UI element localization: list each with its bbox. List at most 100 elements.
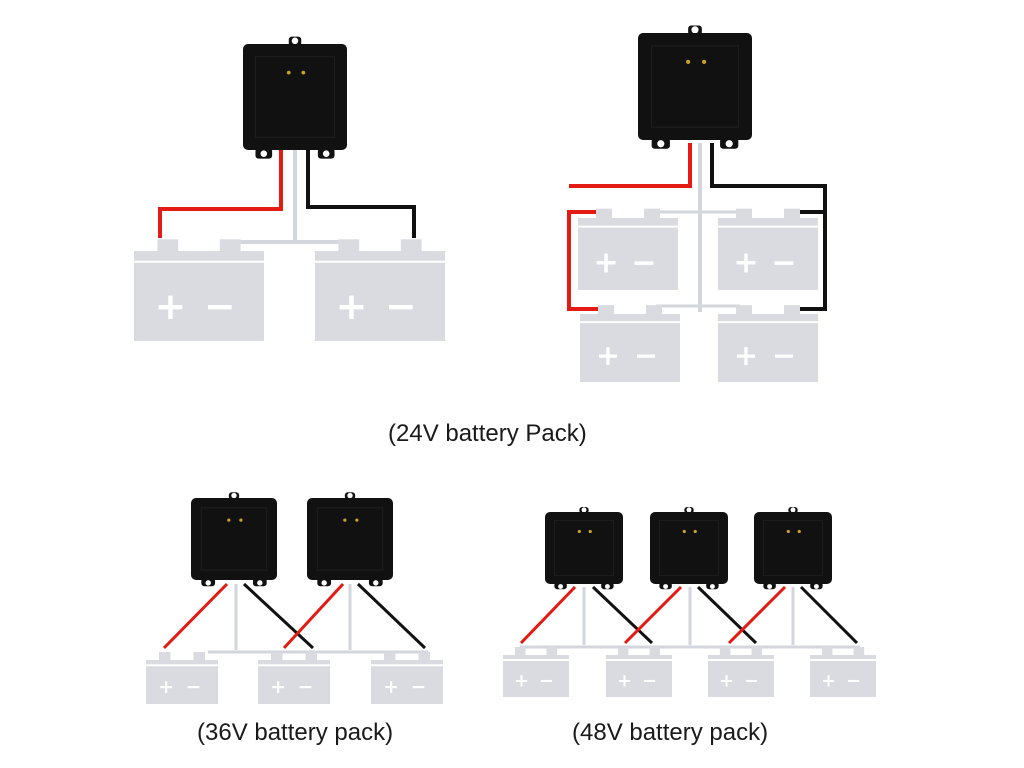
balancer-panel	[254, 56, 336, 138]
wire-positive	[569, 143, 692, 188]
balancer-lug-hole	[604, 584, 610, 589]
balancer-lug-hole	[373, 580, 379, 586]
battery-body	[580, 314, 680, 382]
battery-terminal-negative	[853, 647, 865, 655]
balancer-48v-a	[545, 506, 623, 590]
balancer-lug-hole	[813, 584, 819, 589]
battery-minus-sign: −	[642, 672, 657, 692]
battery-terminal-negative	[219, 239, 241, 251]
wire-negative	[356, 582, 427, 650]
battery-48v-d: +−	[810, 647, 876, 697]
battery-plus-sign: +	[155, 284, 187, 328]
battery-plus-sign: +	[158, 677, 173, 698]
battery-body	[503, 655, 569, 697]
balancer-led-icon	[577, 529, 581, 534]
battery-24v-e: +−	[580, 305, 680, 382]
battery-24v-d: +−	[718, 208, 818, 290]
battery-terminal-negative	[751, 647, 763, 655]
balancer-lug-hole	[257, 580, 263, 586]
battery-terminal-negative	[784, 305, 800, 314]
balancer-lug-hole	[725, 140, 733, 148]
battery-plus-sign: +	[821, 672, 836, 692]
wire-negative	[591, 585, 654, 645]
caption-24v-battery-pack: (24V battery Pack)	[388, 420, 587, 447]
battery-plus-sign: +	[514, 672, 529, 692]
balancer-lug-hole	[322, 150, 330, 157]
battery-body	[134, 251, 264, 341]
balancer-led-icon	[682, 529, 686, 534]
balancer-48v-b	[650, 506, 728, 590]
battery-body	[258, 660, 330, 704]
battery-36v-b: +−	[258, 652, 330, 704]
battery-plus-sign: +	[719, 672, 734, 692]
battery-body	[371, 660, 443, 704]
balancer-body	[545, 512, 623, 584]
balancer-hanging-hole	[790, 507, 796, 513]
battery-minus-sign: −	[631, 245, 656, 280]
caption-36v-battery-pack: (36V battery pack)	[197, 719, 394, 746]
balancer-led-icon	[786, 529, 790, 534]
battery-terminal-positive	[158, 652, 171, 660]
battery-terminal-positive	[383, 652, 396, 660]
battery-24v-c: +−	[578, 208, 678, 290]
balancer-hanging-hole	[581, 507, 587, 513]
battery-terminal-positive	[736, 305, 752, 314]
wire-positive	[623, 585, 683, 645]
battery-minus-sign: −	[744, 672, 759, 692]
battery-terminal-positive	[157, 239, 179, 251]
battery-plus-sign: +	[593, 245, 618, 280]
balancer-lug-hole	[663, 584, 669, 589]
balancer-led-icon	[301, 70, 306, 75]
balancer-lug-hole	[558, 584, 564, 589]
balancer-led-icon	[702, 59, 707, 64]
balancer-48v-c	[754, 506, 832, 590]
battery-minus-sign: −	[411, 677, 426, 698]
wire-positive	[282, 582, 345, 650]
battery-terminal-negative	[193, 652, 206, 660]
battery-body	[718, 218, 818, 290]
balancer-led-icon	[286, 70, 291, 75]
balancer-hanging-hole	[691, 26, 699, 34]
battery-terminal-negative	[644, 208, 660, 218]
battery-body	[315, 251, 445, 341]
balancer-panel	[553, 520, 615, 576]
battery-terminal-negative	[784, 208, 800, 218]
balancer-lug-hole	[321, 580, 327, 586]
balancer-panel	[762, 520, 824, 576]
balancer-body	[307, 498, 393, 580]
battery-terminal-negative	[546, 647, 558, 655]
balancer-24v-a	[243, 36, 347, 159]
balancer-panel	[200, 507, 268, 571]
battery-48v-c: +−	[708, 647, 774, 697]
balancer-body	[638, 33, 752, 140]
wire-negative	[710, 143, 827, 311]
battery-plus-sign: +	[596, 338, 620, 372]
battery-48v-a: +−	[503, 647, 569, 697]
balancer-led-icon	[797, 529, 801, 534]
balancer-led-icon	[693, 529, 697, 534]
battery-body	[708, 655, 774, 697]
battery-minus-sign: −	[772, 338, 796, 372]
battery-plus-sign: +	[383, 677, 398, 698]
wire-positive	[158, 148, 283, 238]
balancer-led-icon	[588, 529, 592, 534]
battery-36v-a: +−	[146, 652, 218, 704]
wire-negative	[242, 582, 315, 650]
balancer-24v-b	[638, 25, 752, 149]
balancer-led-icon	[355, 518, 359, 522]
wire-negative	[696, 585, 758, 645]
balancer-hanging-hole	[291, 37, 299, 45]
battery-terminal-negative	[649, 647, 661, 655]
wire-negative	[306, 148, 416, 238]
wire-negative	[799, 585, 859, 645]
battery-terminal-positive	[596, 208, 612, 218]
balancer-body	[243, 44, 347, 150]
battery-minus-sign: −	[771, 245, 796, 280]
balancer-led-icon	[227, 518, 231, 522]
balancer-panel	[658, 520, 720, 576]
battery-terminal-positive	[736, 208, 752, 218]
battery-minus-sign: −	[298, 677, 313, 698]
battery-minus-sign: −	[186, 677, 201, 698]
balancer-led-icon	[343, 518, 347, 522]
balancer-lug-hole	[260, 150, 268, 157]
